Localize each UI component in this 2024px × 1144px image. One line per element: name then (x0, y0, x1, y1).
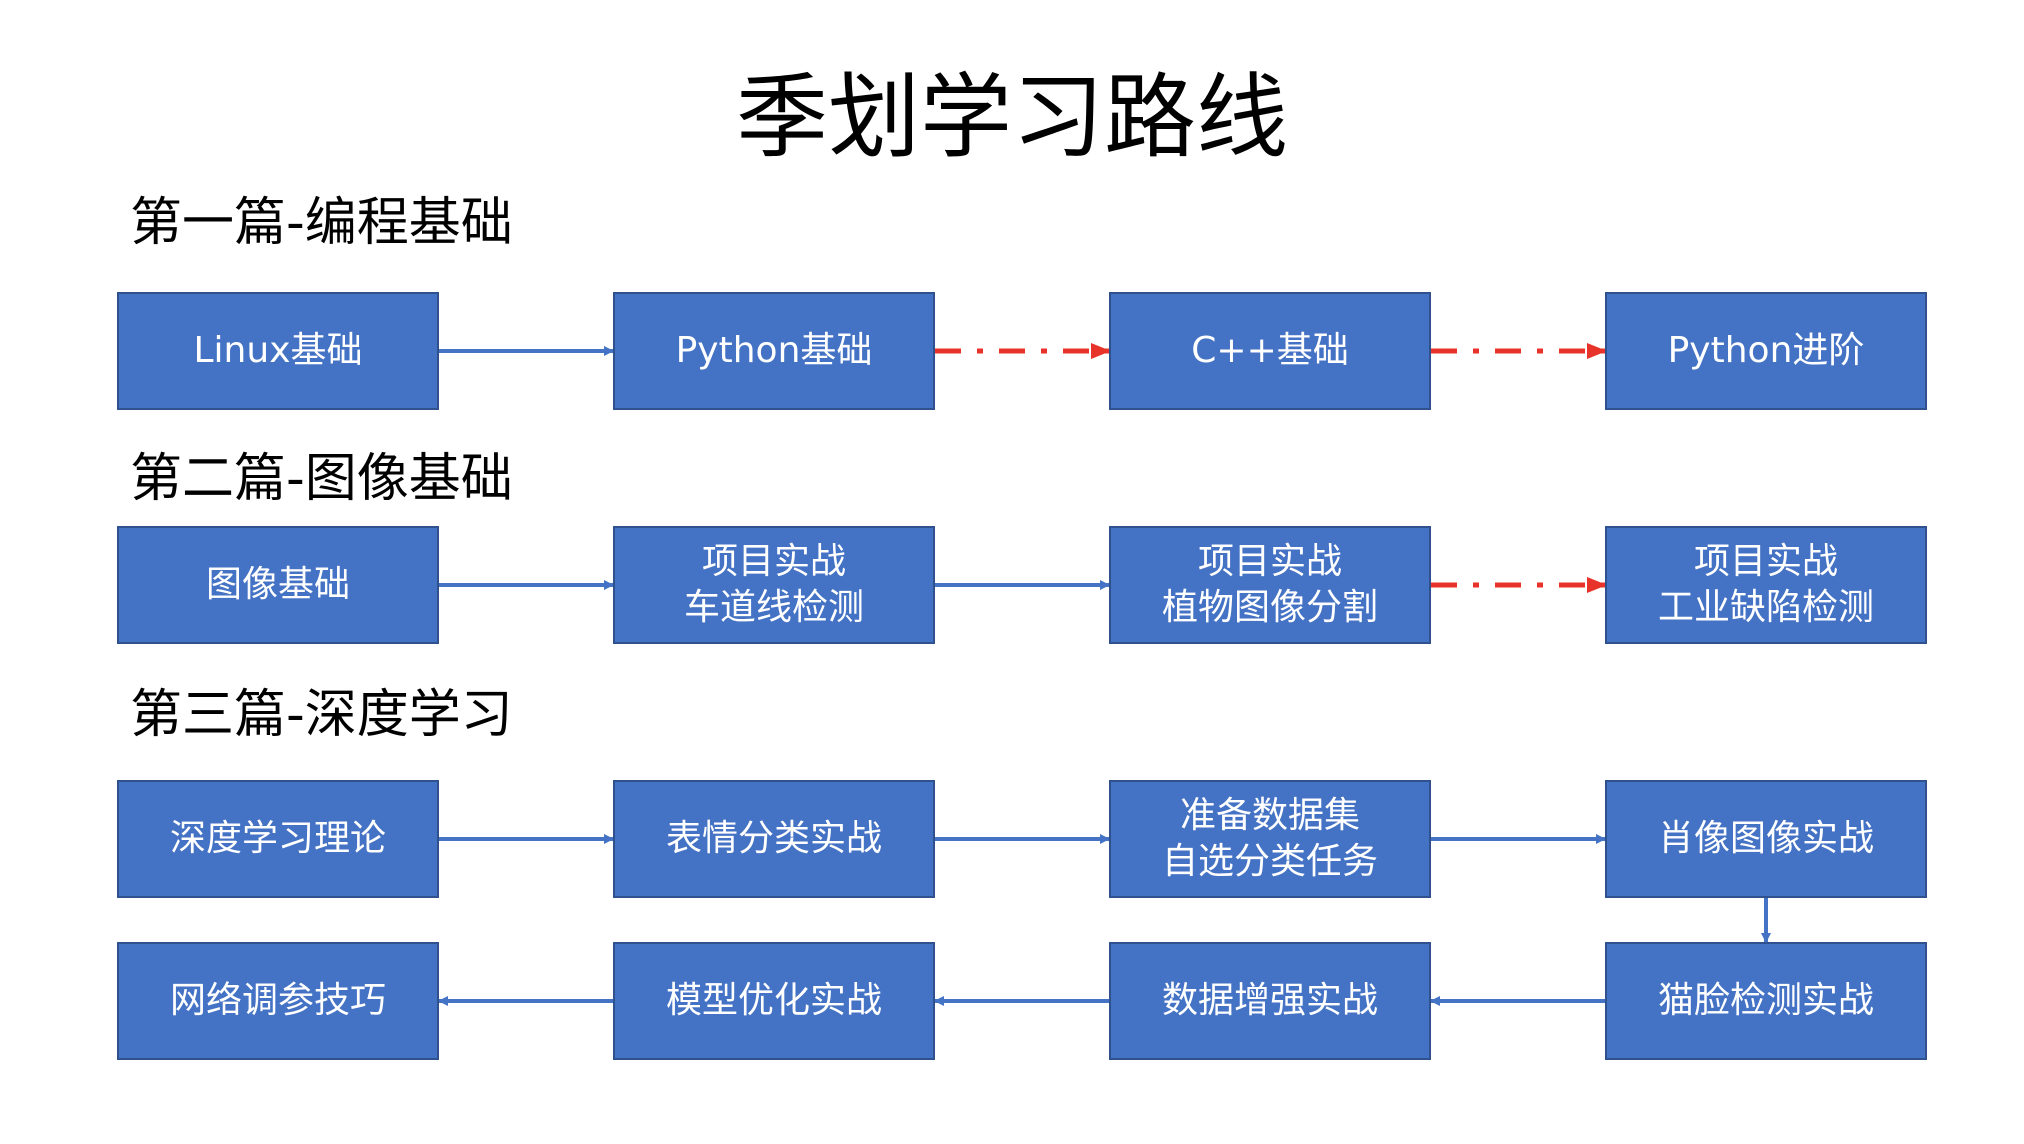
node-label: C++基础 (1191, 330, 1349, 371)
node-network-tuning: 网络调参技巧 (117, 942, 439, 1060)
node-label: Python进阶 (1667, 330, 1865, 371)
node-model-optimization: 模型优化实战 (613, 942, 935, 1060)
section-heading-programming: 第一篇-编程基础 (130, 193, 513, 253)
node-python-basics: Python基础 (613, 292, 935, 410)
node-cpp-basics: C++基础 (1109, 292, 1431, 410)
node-label: 准备数据集 自选分类任务 (1161, 795, 1378, 882)
node-data-augmentation: 数据增强实战 (1109, 942, 1431, 1060)
node-linux-basics: Linux基础 (117, 292, 439, 410)
node-label: 猫脸检测实战 (1657, 980, 1874, 1021)
node-label: 数据增强实战 (1161, 980, 1378, 1021)
section-heading-deep-learning: 第三篇-深度学习 (130, 685, 513, 745)
node-label: 项目实战 植物图像分割 (1161, 541, 1378, 628)
node-label: 表情分类实战 (665, 818, 882, 859)
node-lane-detection: 项目实战 车道线检测 (613, 526, 935, 644)
node-portrait-image: 肖像图像实战 (1605, 780, 1927, 898)
node-label: 深度学习理论 (169, 818, 386, 859)
node-cat-face-detection: 猫脸检测实战 (1605, 942, 1927, 1060)
node-label: Linux基础 (193, 330, 363, 371)
page-title: 季划学习路线 (735, 64, 1288, 171)
node-label: 图像基础 (205, 564, 350, 605)
node-label: 肖像图像实战 (1657, 818, 1874, 859)
node-label: 项目实战 车道线检测 (683, 541, 864, 628)
node-label: 模型优化实战 (665, 980, 882, 1021)
node-prepare-dataset: 准备数据集 自选分类任务 (1109, 780, 1431, 898)
section-heading-image: 第二篇-图像基础 (130, 449, 513, 509)
node-plant-segmentation: 项目实战 植物图像分割 (1109, 526, 1431, 644)
node-industrial-defect: 项目实战 工业缺陷检测 (1605, 526, 1927, 644)
node-image-basics: 图像基础 (117, 526, 439, 644)
node-label: 项目实战 工业缺陷检测 (1657, 541, 1874, 628)
node-label: Python基础 (675, 330, 873, 371)
node-deep-learning-theory: 深度学习理论 (117, 780, 439, 898)
node-label: 网络调参技巧 (169, 980, 386, 1021)
node-expression-classification: 表情分类实战 (613, 780, 935, 898)
node-python-advanced: Python进阶 (1605, 292, 1927, 410)
